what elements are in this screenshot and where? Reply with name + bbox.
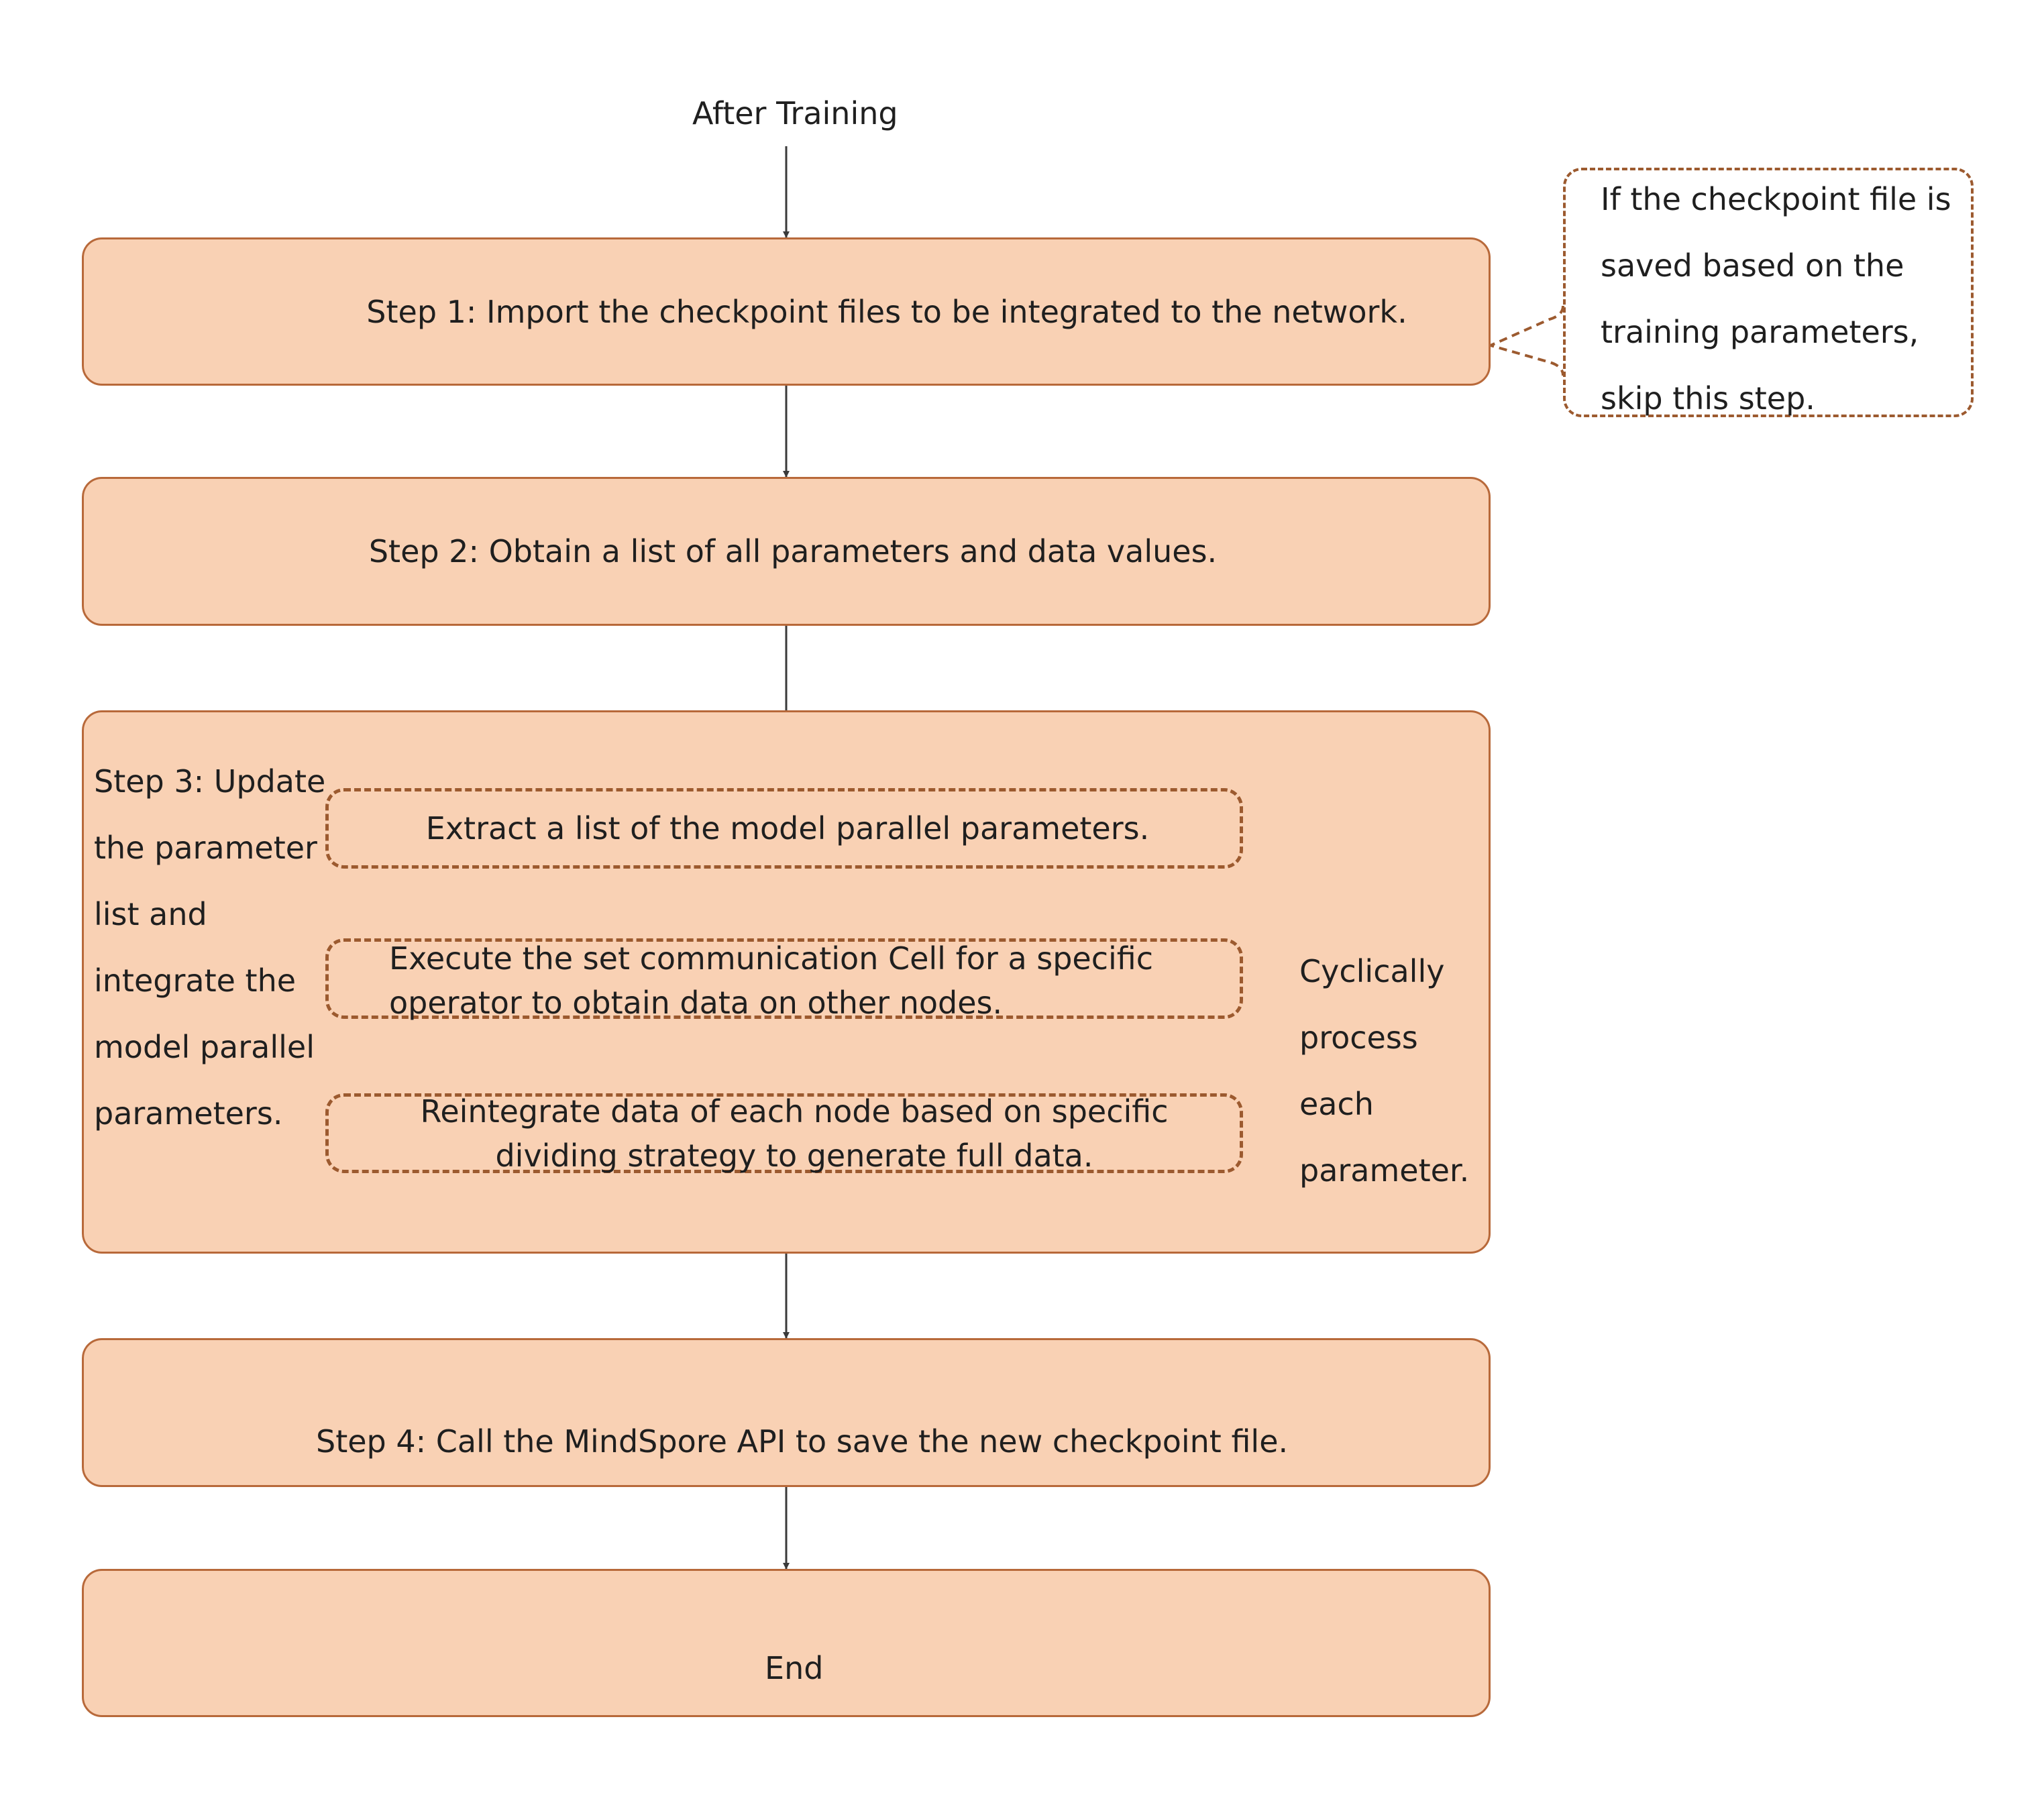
step2-box: Step 2: Obtain a list of all parameters … xyxy=(82,477,1491,626)
step1-note-text: If the checkpoint file is saved based on… xyxy=(1601,181,1951,417)
step3-substep-execute-text: Execute the set communication Cell for a… xyxy=(389,940,1154,1021)
step3-substep-reintegrate-text: Reintegrate data of each node based on s… xyxy=(420,1093,1169,1174)
step1-note: If the checkpoint file is saved based on… xyxy=(1563,168,1974,417)
step4-text: Step 4: Call the MindSpore API to save t… xyxy=(316,1423,1289,1460)
step3-substep-extract-text: Extract a list of the model parallel par… xyxy=(425,810,1150,846)
end-text: End xyxy=(765,1650,824,1686)
step1-text: Step 1: Import the checkpoint files to b… xyxy=(366,293,1407,330)
step3-substep-execute: Execute the set communication Cell for a… xyxy=(325,938,1243,1021)
note-callout-pointer xyxy=(1487,305,1564,376)
step3-label: Step 3: Update the parameter list and in… xyxy=(94,763,326,1132)
step2-text: Step 2: Obtain a list of all parameters … xyxy=(368,533,1218,569)
end-box: End xyxy=(82,1569,1491,1717)
step3-box xyxy=(82,710,1491,1254)
step3-substep-reintegrate: Reintegrate data of each node based on s… xyxy=(325,1093,1243,1174)
step1-box: Step 1: Import the checkpoint files to b… xyxy=(82,237,1491,386)
step4-box: Step 4: Call the MindSpore API to save t… xyxy=(82,1338,1491,1487)
step3-substep-extract: Extract a list of the model parallel par… xyxy=(325,788,1243,869)
start-label: After Training xyxy=(692,95,898,131)
loop-label: Cyclically process each parameter. xyxy=(1299,953,1470,1189)
